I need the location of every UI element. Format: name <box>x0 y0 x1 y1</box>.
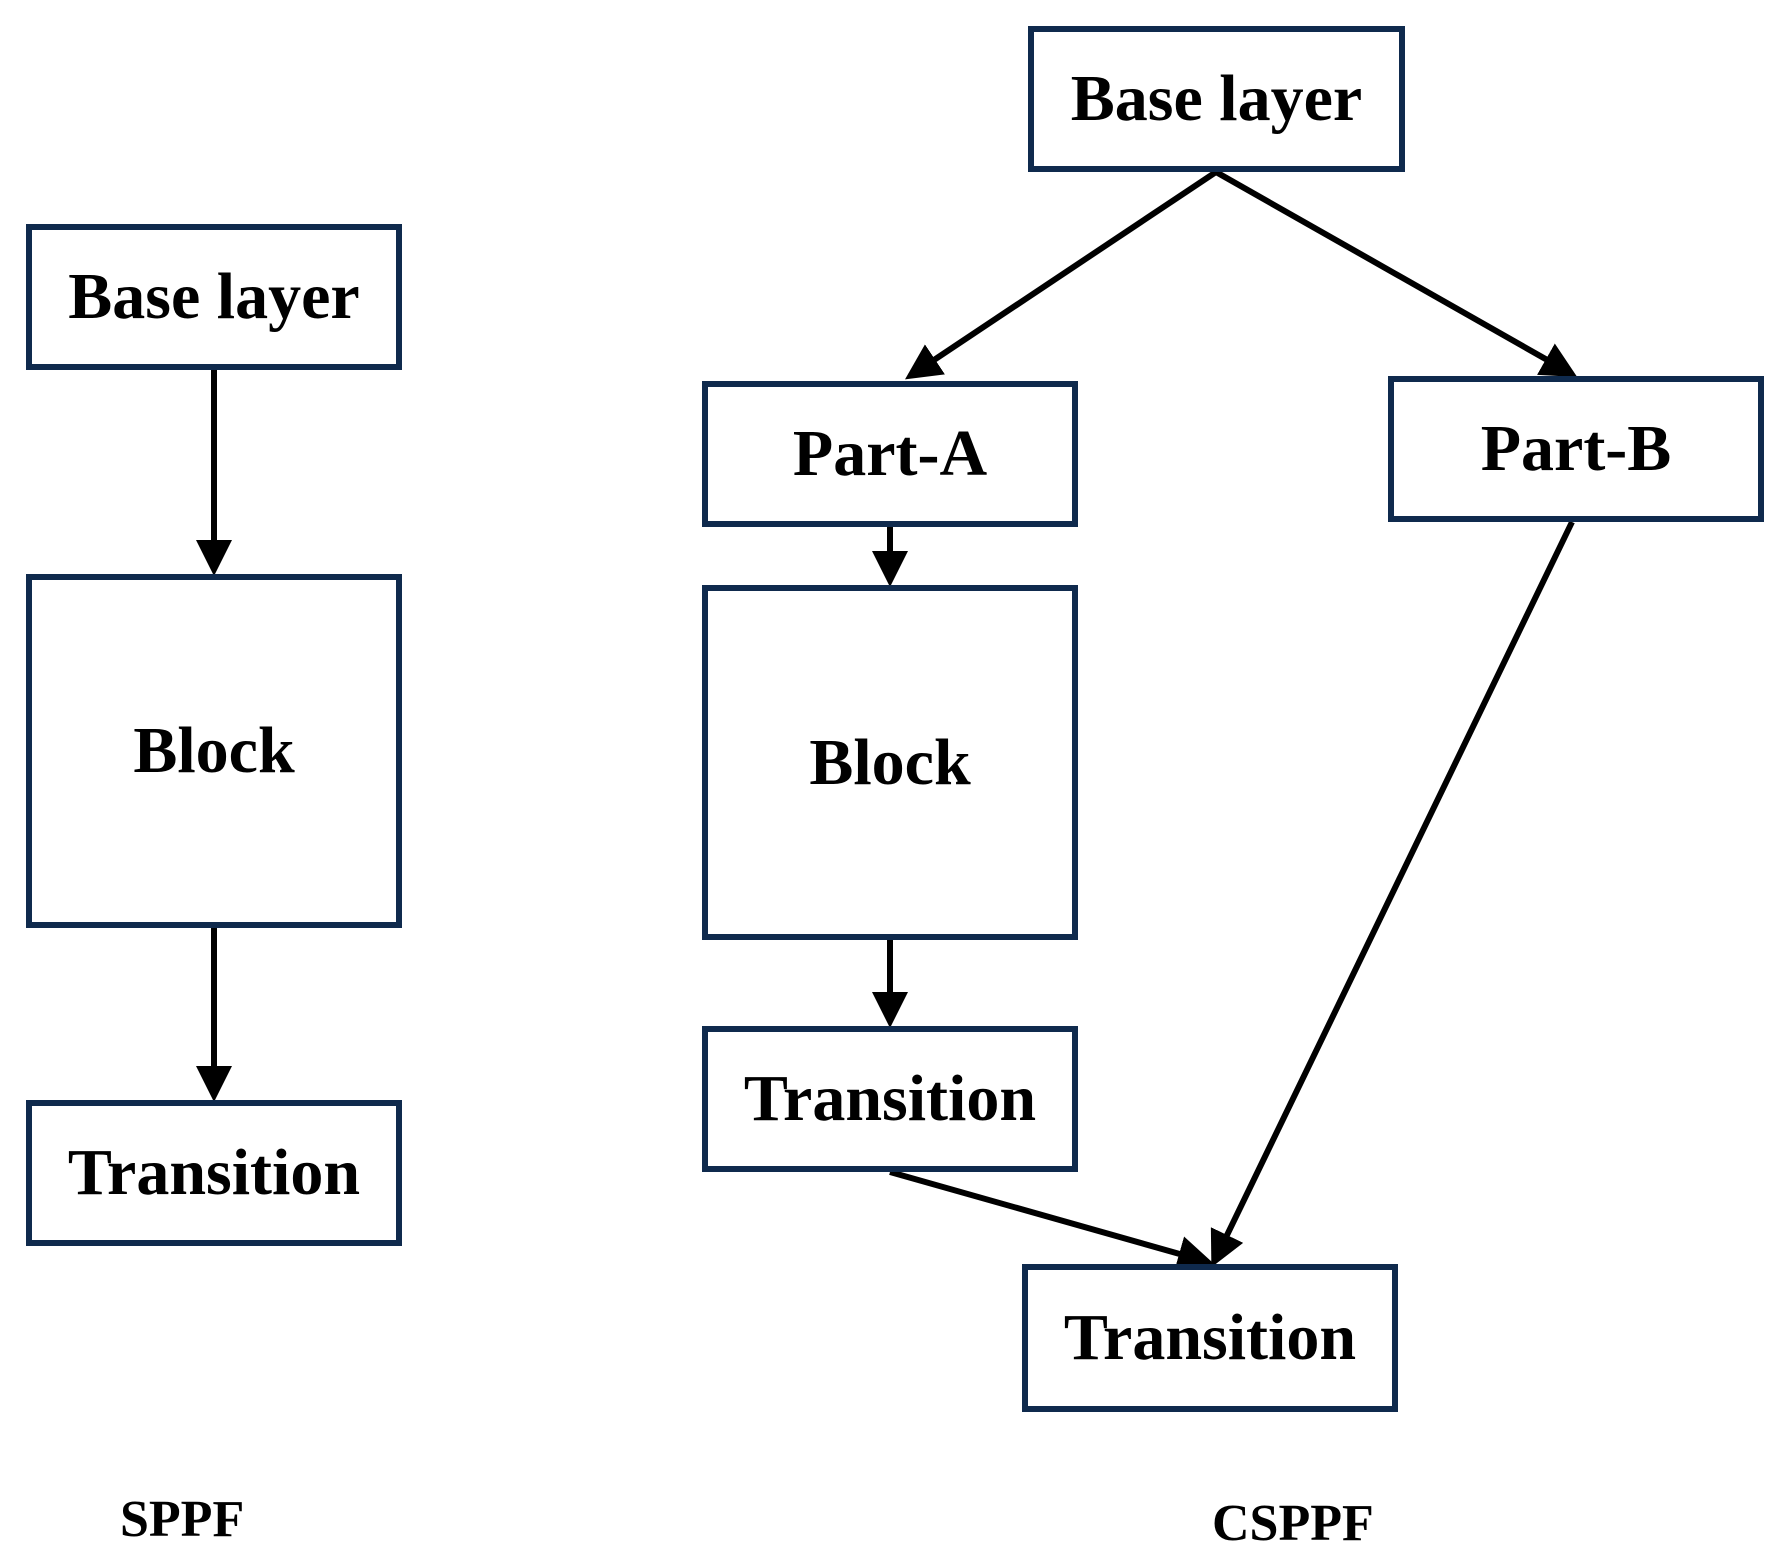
edge-csppf-base-to-part-a <box>905 169 1218 380</box>
csppf-base-layer-box: Base layer <box>1028 26 1405 172</box>
sppf-transition-box: Transition <box>26 1100 402 1246</box>
csppf-final-transition-label: Transition <box>1063 1301 1357 1374</box>
csppf-part-b-box: Part-B <box>1388 376 1764 522</box>
csppf-final-transition-box: Transition <box>1022 1264 1398 1412</box>
csppf-part-b-label: Part-B <box>1480 412 1672 485</box>
csppf-block-label: Block <box>809 725 971 799</box>
edge-csppf-base-to-part-b <box>1214 169 1578 377</box>
sppf-base-layer-label: Base layer <box>68 260 360 333</box>
csppf-part-a-box: Part-A <box>702 381 1078 527</box>
csppf-part-a-label: Part-A <box>792 417 988 490</box>
csppf-base-layer-label: Base layer <box>1070 62 1363 135</box>
sppf-block-label: Block <box>133 714 295 787</box>
csppf-caption: CSPPF <box>1212 1495 1374 1552</box>
sppf-transition-label: Transition <box>67 1136 361 1209</box>
sppf-base-layer-box: Base layer <box>26 224 402 370</box>
sppf-block-box: Block <box>26 574 402 928</box>
sppf-caption: SPPF <box>120 1491 245 1548</box>
edge-csppf-transition-to-transition <box>889 1169 1214 1272</box>
csppf-block-box: Block <box>702 585 1078 940</box>
csppf-part-a-transition-label: Transition <box>743 1062 1037 1135</box>
csppf-part-a-transition-box: Transition <box>702 1026 1078 1172</box>
edge-csppf-part-b-to-transition <box>1210 520 1575 1268</box>
